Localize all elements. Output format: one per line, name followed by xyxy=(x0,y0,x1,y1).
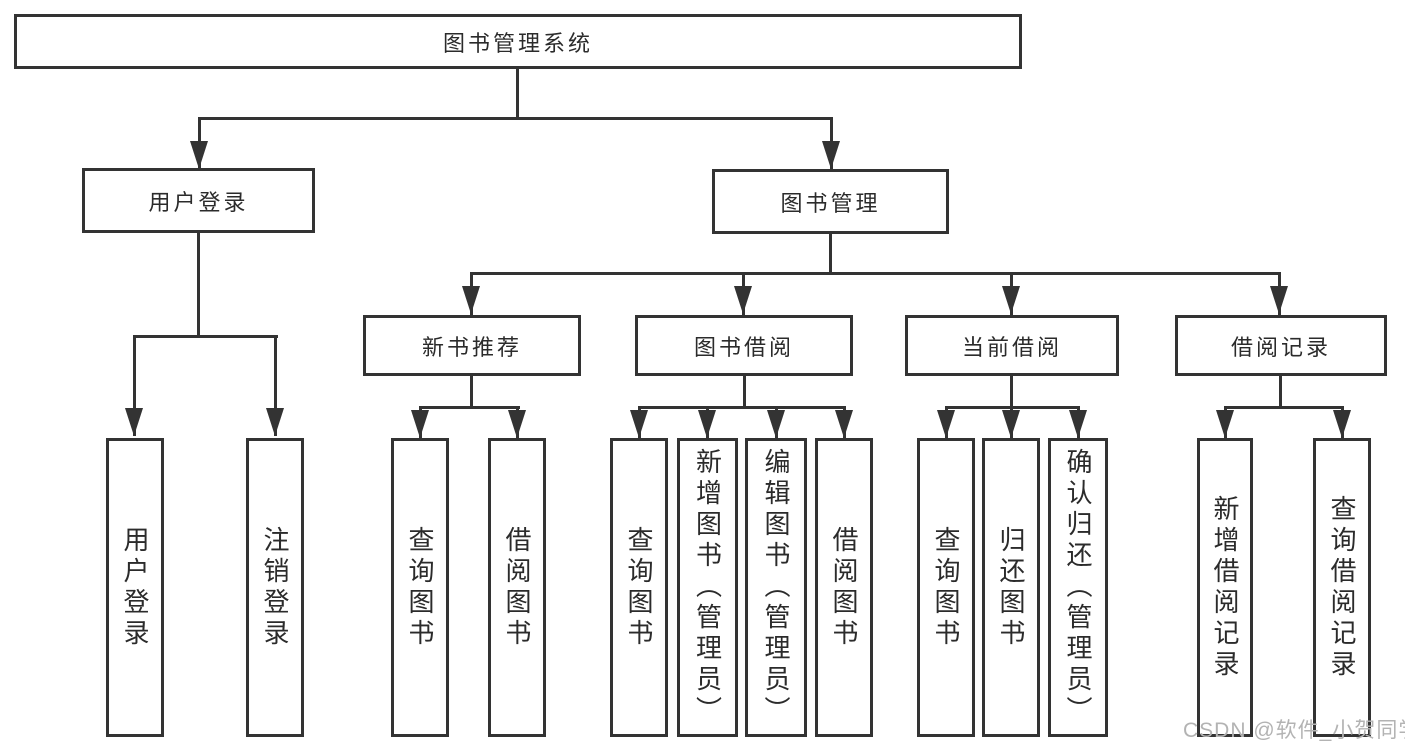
connector-line xyxy=(274,335,277,436)
arrowhead-down-icon xyxy=(1270,286,1288,314)
arrowhead-down-icon xyxy=(1002,410,1020,438)
node-current-borrow-label: 当前借阅 xyxy=(961,334,1062,360)
arrowhead-down-icon xyxy=(1002,286,1020,314)
leaf-edit-book-admin-label: 编辑图书（管理员） xyxy=(761,448,791,727)
connector-line xyxy=(197,233,200,337)
arrowhead-down-icon xyxy=(937,410,955,438)
arrowhead-down-icon xyxy=(266,408,284,436)
arrowhead-down-icon xyxy=(1333,410,1351,438)
connector-line xyxy=(743,375,746,408)
connector-line xyxy=(470,272,1281,275)
leaf-return-books-label: 归还图书 xyxy=(996,525,1026,650)
node-user-login: 用户登录 xyxy=(82,168,315,233)
leaf-query-books-recommend: 查询图书 xyxy=(391,438,449,737)
connector-line xyxy=(1224,406,1343,409)
leaf-borrow-books-label: 借阅图书 xyxy=(829,525,859,650)
node-new-book-recommend: 新书推荐 xyxy=(363,315,581,376)
leaf-query-books-borrow-label: 查询图书 xyxy=(624,525,654,650)
leaf-add-borrow-record: 新增借阅记录 xyxy=(1197,438,1253,737)
arrowhead-down-icon xyxy=(125,408,143,436)
csdn-watermark: CSDN @软件_小贺同学 xyxy=(1183,719,1405,742)
arrowhead-down-icon xyxy=(767,410,785,438)
arrowhead-down-icon xyxy=(411,410,429,438)
connector-line xyxy=(198,117,833,120)
node-book-management: 图书管理 xyxy=(712,169,949,234)
arrowhead-down-icon xyxy=(1069,410,1087,438)
leaf-logout: 注销登录 xyxy=(246,438,304,737)
root-node-label: 图书管理系统 xyxy=(442,30,593,56)
leaf-add-book-admin-label: 新增图书（管理员） xyxy=(692,448,723,727)
leaf-query-borrow-record-label: 查询借阅记录 xyxy=(1327,494,1357,681)
node-new-book-recommend-label: 新书推荐 xyxy=(421,334,522,360)
leaf-confirm-return-admin-label: 确认归还（管理员） xyxy=(1063,448,1093,727)
node-book-management-label: 图书管理 xyxy=(780,190,881,216)
node-borrow-records-label: 借阅记录 xyxy=(1230,334,1331,360)
leaf-query-borrow-record: 查询借阅记录 xyxy=(1313,438,1371,737)
leaf-add-book-admin: 新增图书（管理员） xyxy=(677,438,738,737)
connector-line xyxy=(516,69,519,118)
leaf-borrow-books: 借阅图书 xyxy=(815,438,873,737)
arrowhead-down-icon xyxy=(835,410,853,438)
leaf-edit-book-admin: 编辑图书（管理员） xyxy=(745,438,807,737)
arrowhead-down-icon xyxy=(734,286,752,314)
node-book-borrow-label: 图书借阅 xyxy=(693,334,794,360)
connector-line xyxy=(133,335,136,436)
node-user-login-label: 用户登录 xyxy=(148,189,249,215)
node-borrow-records: 借阅记录 xyxy=(1175,315,1387,376)
arrowhead-down-icon xyxy=(630,410,648,438)
connector-line xyxy=(470,375,473,408)
connector-line xyxy=(829,233,832,274)
connector-line xyxy=(419,406,520,409)
arrowhead-down-icon xyxy=(190,141,208,169)
leaf-query-books-recommend-label: 查询图书 xyxy=(405,525,435,650)
leaf-return-books: 归还图书 xyxy=(982,438,1040,737)
arrowhead-down-icon xyxy=(822,141,840,169)
arrowhead-down-icon xyxy=(1216,410,1234,438)
connector-line xyxy=(1010,375,1013,408)
connector-line xyxy=(133,335,278,338)
arrowhead-down-icon xyxy=(698,410,716,438)
arrowhead-down-icon xyxy=(508,410,526,438)
leaf-query-books-current: 查询图书 xyxy=(917,438,975,737)
node-book-borrow: 图书借阅 xyxy=(635,315,853,376)
root-node: 图书管理系统 xyxy=(14,14,1022,69)
leaf-user-login-label: 用户登录 xyxy=(120,525,150,650)
leaf-query-books-borrow: 查询图书 xyxy=(610,438,668,737)
leaf-add-borrow-record-label: 新增借阅记录 xyxy=(1210,494,1240,681)
leaf-confirm-return-admin: 确认归还（管理员） xyxy=(1048,438,1108,737)
leaf-user-login: 用户登录 xyxy=(106,438,164,737)
leaf-borrow-books-recommend-label: 借阅图书 xyxy=(502,525,532,650)
arrowhead-down-icon xyxy=(462,286,480,314)
connector-line xyxy=(1279,375,1282,408)
leaf-query-books-current-label: 查询图书 xyxy=(931,525,961,650)
node-current-borrow: 当前借阅 xyxy=(905,315,1119,376)
leaf-borrow-books-recommend: 借阅图书 xyxy=(488,438,546,737)
leaf-logout-label: 注销登录 xyxy=(260,525,290,650)
connector-line xyxy=(638,406,846,409)
